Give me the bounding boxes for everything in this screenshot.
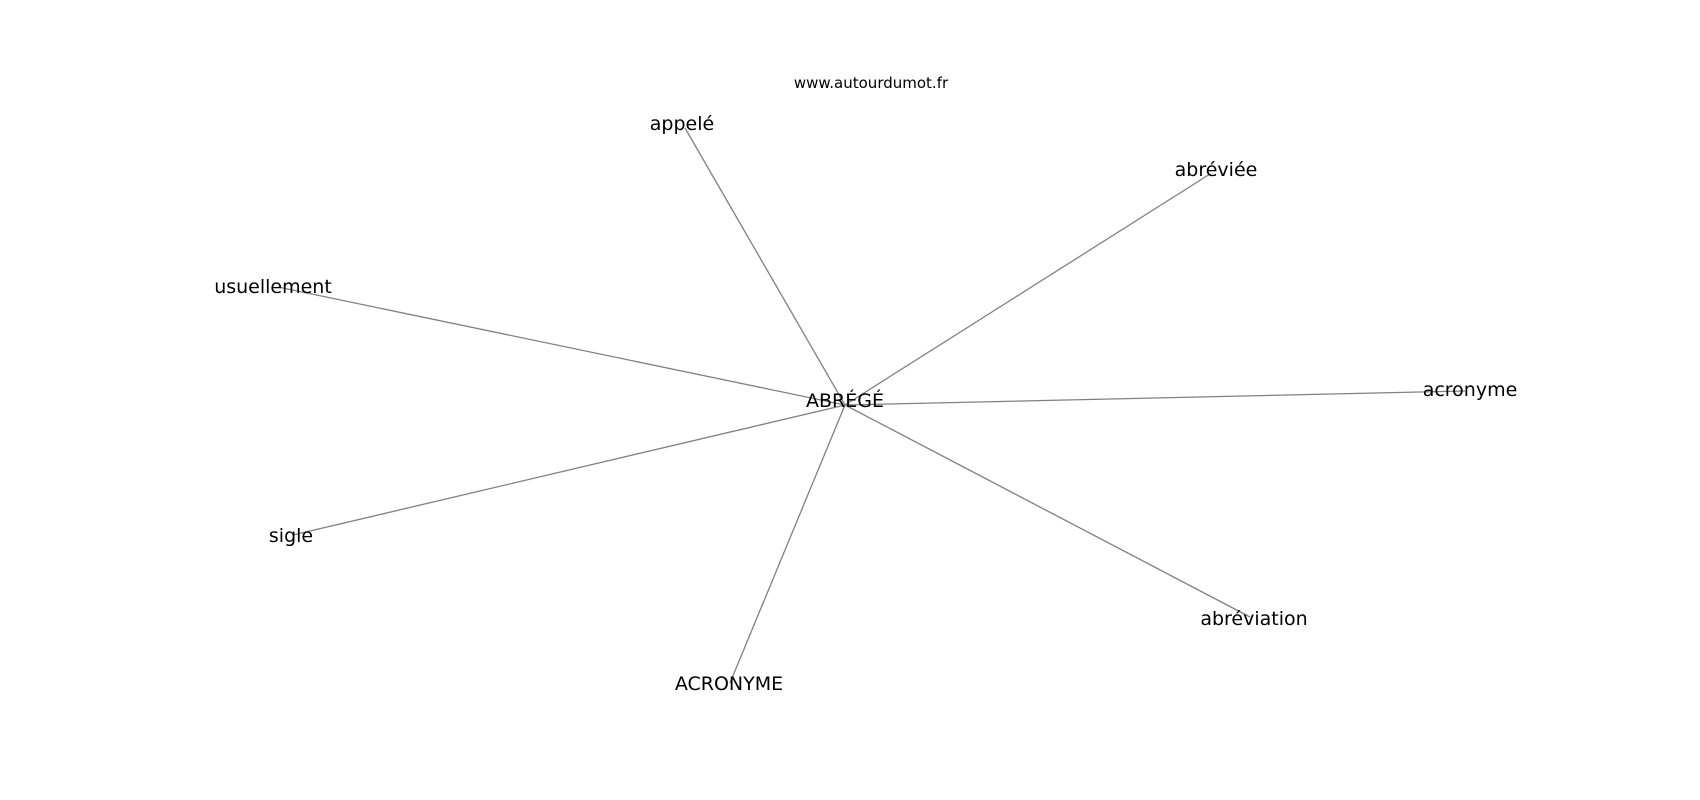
node-sigle[interactable]: sigle	[269, 525, 313, 547]
node-acronyme-upper[interactable]: ACRONYME	[675, 673, 783, 695]
node-abreviee[interactable]: abréviée	[1175, 159, 1258, 181]
node-appele[interactable]: appelé	[650, 113, 714, 135]
node-center-abrege[interactable]: ABRÉGÉ	[806, 389, 884, 412]
edge-acronyme-upper	[729, 404, 846, 684]
node-acronyme[interactable]: acronyme	[1423, 379, 1518, 401]
node-abreviation[interactable]: abréviation	[1200, 608, 1307, 630]
edge-acronyme	[844, 390, 1466, 406]
edge-abreviee	[844, 173, 1211, 406]
edge-usuellement	[277, 286, 846, 406]
edges	[277, 127, 1466, 684]
edge-abreviation	[844, 404, 1251, 618]
site-watermark: www.autourdumot.fr	[794, 74, 949, 92]
edge-sigle	[292, 404, 846, 536]
edge-appele	[684, 127, 846, 406]
nodes: ABRÉGÉ appelé abréviée usuellement acron…	[214, 113, 1517, 695]
node-usuellement[interactable]: usuellement	[214, 276, 332, 298]
